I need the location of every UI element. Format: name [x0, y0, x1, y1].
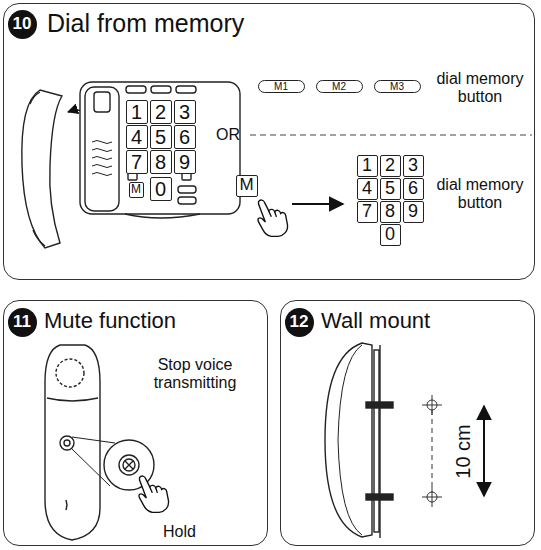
step-number: 11	[8, 308, 37, 337]
arrow	[292, 203, 343, 205]
keypad-key: 2	[150, 100, 172, 124]
key-label: M	[131, 183, 141, 196]
key-label: M2	[332, 81, 346, 92]
keypad-key: 0	[150, 177, 172, 201]
memory-button: M2	[316, 80, 363, 93]
keypad-key: 2	[380, 155, 401, 177]
key-label: 5	[155, 126, 166, 148]
keypad-key: 8	[380, 201, 401, 223]
key-label: 9	[408, 202, 418, 222]
keypad-key: 5	[150, 125, 172, 149]
key-label: 8	[155, 151, 166, 173]
key-label: 0	[385, 225, 395, 245]
keypad-key: 0	[380, 224, 401, 246]
key-label: M	[239, 176, 253, 195]
keypad-key: 6	[174, 125, 196, 149]
memory-key: M	[236, 175, 258, 197]
key-label: 1	[362, 156, 372, 176]
step-title: Wall mount	[321, 309, 430, 333]
button-label: dial memory button	[436, 176, 524, 213]
dimension-arrow	[483, 406, 485, 496]
key-label: 6	[179, 126, 190, 148]
memory-key: M	[129, 182, 144, 198]
button-label: dial memory button	[436, 70, 524, 107]
key-label: 5	[385, 179, 395, 199]
step-number: 12	[285, 308, 314, 337]
key-label: 4	[131, 126, 142, 148]
hand-icon	[258, 200, 288, 236]
step-panel: Dial from memory10123456789M0M1M2M3M1234…	[3, 3, 535, 280]
key-label: M1	[274, 81, 288, 92]
key-label: 3	[179, 101, 190, 123]
keypad-key: 4	[357, 178, 378, 200]
key-label: M3	[390, 81, 404, 92]
key-label: 1	[131, 101, 142, 123]
keypad-key: 7	[126, 150, 148, 174]
keypad-key: 3	[174, 100, 196, 124]
keypad-key: 4	[126, 125, 148, 149]
dimension-marks	[422, 395, 442, 507]
key-label: 3	[408, 156, 418, 176]
step-number: 10	[8, 10, 37, 39]
action-label: Hold	[163, 523, 196, 541]
key-label: 2	[385, 156, 395, 176]
keypad-key: 1	[126, 100, 148, 124]
key-label: 4	[362, 179, 372, 199]
step-number-text: 11	[13, 313, 31, 332]
keypad-key: 9	[403, 201, 424, 223]
key-label: 6	[408, 179, 418, 199]
phone-drawing	[22, 82, 240, 248]
step-number-text: 10	[13, 15, 32, 34]
keypad-key: 1	[357, 155, 378, 177]
keypad-key: 3	[403, 155, 424, 177]
key-label: 7	[362, 202, 372, 222]
function-note: Stop voice transmitting	[128, 356, 262, 393]
key-label: 8	[385, 202, 395, 222]
key-label: 9	[179, 151, 190, 173]
key-label: 0	[155, 178, 166, 200]
keypad-key: 6	[403, 178, 424, 200]
memory-button: M1	[258, 80, 305, 93]
handset-drawing	[45, 345, 154, 540]
hand-icon	[139, 476, 169, 512]
step-number-text: 12	[290, 313, 309, 332]
keypad-key: 7	[357, 201, 378, 223]
step-title: Dial from memory	[47, 10, 244, 38]
memory-button: M3	[374, 80, 421, 93]
key-label: 7	[131, 151, 142, 173]
keypad-key: 5	[380, 178, 401, 200]
dimension-label: 10 cm	[452, 424, 475, 478]
step-panel: Mute function 11	[3, 300, 268, 546]
wall-mount-drawing	[325, 343, 393, 538]
step-title: Mute function	[44, 309, 176, 333]
or-label: OR	[216, 126, 240, 144]
key-label: 2	[155, 101, 166, 123]
keypad-key: 8	[150, 150, 172, 174]
keypad-key: 9	[174, 150, 196, 174]
step-panel: Wall mount 12	[280, 300, 535, 546]
divider-line	[250, 135, 532, 136]
